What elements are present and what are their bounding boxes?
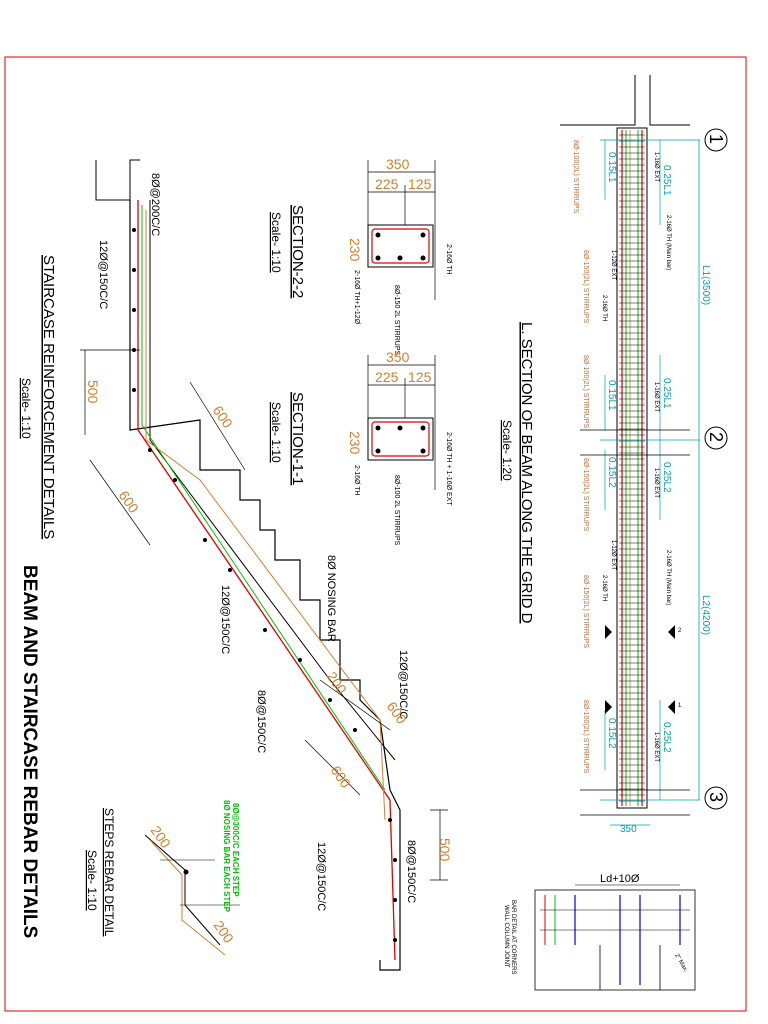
stair-dim-600b: 600 (116, 488, 143, 516)
sec22-top: 2-16Ø TH (445, 244, 452, 275)
sec22-b: 125 (408, 176, 432, 192)
sec11-w: 350 (386, 349, 410, 365)
beam-title: L. SECTION OF BEAM ALONG THE GRID D (518, 322, 535, 624)
stair-title: STAIRCASE REINFORCEMENT DETAILS (40, 255, 57, 539)
section-1-1-drawing (367, 355, 436, 490)
steps-title: STEPS REBAR DETAIL (102, 808, 116, 937)
beam-f2a: 0.15L2 (606, 457, 617, 488)
stair-bar-mid: 12Ø@150C/C (219, 585, 231, 654)
grid-1-label: 1 (706, 134, 726, 144)
beam-stirrups (619, 134, 645, 802)
staircase-drawing (80, 159, 448, 971)
sec22-title: SECTION-2-2 (289, 205, 306, 298)
rebar-dots (132, 228, 397, 942)
beam-q1b: 0.25L1 (661, 378, 672, 409)
beam-f1a: 0.15L1 (606, 152, 617, 183)
rebar-orange (145, 210, 386, 821)
beam-scale: Scale- 1:20 (500, 420, 514, 481)
stair-scale: Scale- 1:10 (19, 378, 33, 439)
sec22-w: 350 (386, 156, 410, 172)
beam-stA: 8Ø-100(2L) STIRRUPS (572, 140, 579, 213)
beam-b12a: 1-12Ø EXT (610, 250, 616, 280)
corner-note2: WALL COLUMN JOINT (503, 905, 509, 968)
beam-stF: 8Ø-100(2L) STIRRUPS (582, 700, 589, 773)
beam-ext1: 1-16Ø EXT (653, 152, 659, 182)
sec22-a: 225 (375, 176, 399, 192)
beam-main1: 2-16Ø TH (Main bar) (665, 215, 671, 270)
beam-main2: 2-16Ø TH (Main bar) (665, 550, 671, 605)
sec11-top: 2-16Ø TH + 1-16Ø EXT (445, 432, 452, 506)
beam-th2: 2-16Ø TH (601, 575, 607, 601)
sec11-d: 230 (347, 431, 363, 455)
beam-ext2: 1-16Ø EXT (653, 382, 659, 412)
corner-note1: BAR DETAIL AT CORNERS (510, 900, 516, 974)
main-title: BEAM AND STAIRCASE REBAR DETAILS (19, 565, 40, 938)
steps-drawing (144, 834, 240, 956)
beam-stE: 8Ø-150(2L) STIRRUPS (582, 575, 589, 648)
grid-3-label: 3 (706, 792, 726, 802)
beam-q2b: 0.25L2 (661, 722, 672, 753)
rebar-main-red (137, 200, 396, 961)
sec11-b: 125 (408, 369, 432, 385)
corner-ld: Ld+10Ø (600, 873, 640, 885)
beam-ext3: 1-16Ø EXT (653, 468, 659, 498)
beam-stB: 8Ø-150(2L) STIRRUPS (582, 250, 589, 323)
steps-d1: 200 (148, 823, 175, 851)
sec22-bottom: 2-16Ø TH+1-12Ø (353, 270, 360, 325)
beam-b12b: 1-12Ø EXT (610, 540, 616, 570)
sec22-d: 230 (347, 238, 363, 262)
corner-drawing (534, 884, 696, 991)
beam-stD: 8Ø-100(2L) STIRRUPS (582, 458, 589, 531)
beam-cut1: 1 (678, 703, 682, 709)
sec22-scale: Scale- 1:10 (269, 212, 283, 273)
steps-g1: 8Ø@300C/C EACH STEP (231, 803, 240, 897)
sheet-border (4, 56, 747, 1012)
grid-2-label: 2 (706, 432, 726, 442)
corner-bend: 2" Max. (673, 953, 688, 974)
sec11-stirrup: 8Ø-100 2L STIRRUPS (393, 475, 400, 545)
beam-q1a: 0.25L1 (661, 165, 672, 196)
rebar-green (141, 205, 386, 791)
beam-L1: L1(3500) (700, 265, 711, 305)
sec11-bottom: 2-16Ø TH (353, 465, 360, 496)
beam-width: 350 (620, 824, 637, 835)
beam-th1: 2-16Ø TH (601, 295, 607, 321)
steps-g2: 8Ø NOSING BAR EACH STEP (222, 800, 231, 913)
beam-f2b: 0.15L2 (606, 718, 617, 749)
beam-stC: 8Ø-100(2L) STIRRUPS (582, 355, 589, 428)
beam-q2a: 0.25L2 (661, 462, 672, 493)
steps-d2: 200 (211, 918, 238, 946)
stair-bar-bot8: 8Ø@150C/C (405, 840, 417, 903)
stair-bar-dist: 8Ø@150C/C (255, 690, 267, 753)
sec11-scale: Scale- 1:10 (269, 402, 283, 463)
section-2-2-drawing (367, 160, 436, 300)
stair-dim-500b: 500 (437, 838, 453, 862)
stair-dim-500a: 500 (85, 380, 101, 404)
stair-nosing: 8Ø NOSING BAR (325, 555, 337, 642)
beam-f1b: 0.15L1 (606, 380, 617, 411)
sec11-title: SECTION-1-1 (289, 392, 306, 485)
sec22-stirrup: 8Ø-150 2L STIRRUPS (393, 285, 400, 355)
stair-bar-top: 8Ø@200C/C (149, 173, 161, 236)
beam-L2: L2(4200) (700, 595, 711, 635)
stair-bar-bot12: 12Ø@150C/C (315, 842, 327, 911)
beam-cut2: 2 (678, 628, 682, 634)
stair-dim-200: 200 (324, 669, 351, 697)
beam-ext4: 1-16Ø EXT (653, 732, 659, 762)
stair-bar-main1: 12Ø@150C/C (97, 240, 109, 309)
beam-drawing (560, 75, 690, 809)
steps-scale: Scale- 1:10 (85, 850, 99, 911)
beam-dims (580, 128, 728, 826)
stair-bar-upper: 12Ø@150C/C (397, 650, 409, 719)
stair-dim-600a: 600 (210, 403, 237, 431)
sec11-a: 225 (375, 369, 399, 385)
